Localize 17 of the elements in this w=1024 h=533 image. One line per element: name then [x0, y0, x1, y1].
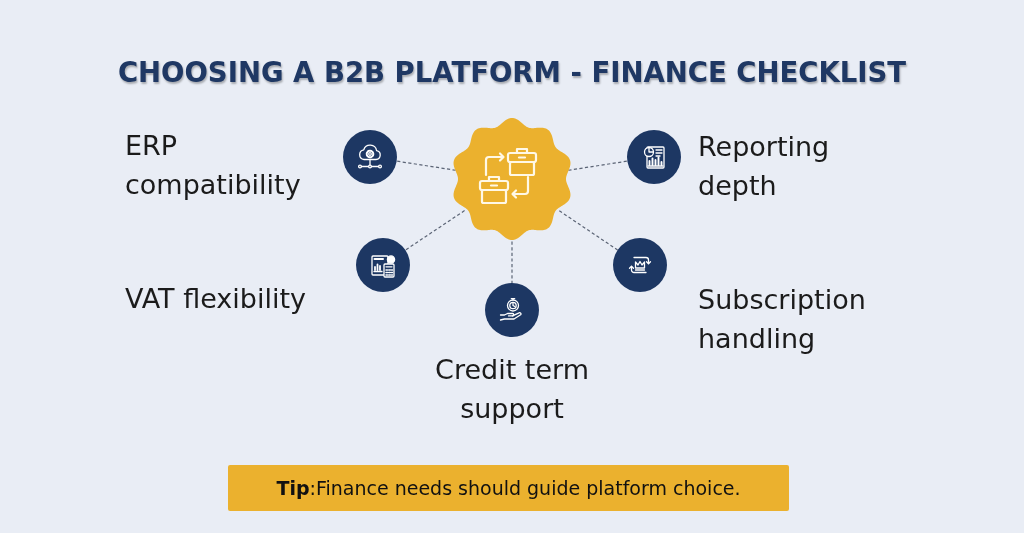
dashed-connector [567, 160, 628, 171]
checklist-label: VAT flexibility [125, 282, 308, 316]
icon-circle [613, 238, 667, 292]
checklist-label: Subscription handling [698, 283, 867, 356]
tip-banner [228, 465, 789, 511]
checklist-label: Reporting depth [698, 130, 831, 203]
dashed-connector [558, 210, 619, 251]
dashed-connector [396, 160, 457, 171]
checklist-label: Credit term support [434, 353, 590, 426]
dashed-connector [404, 210, 466, 251]
checklist-label: ERP compatibility [125, 129, 302, 202]
icon-circle [343, 130, 397, 184]
tip-text: Tip:Finance needs should guide platform choice. [276, 476, 741, 500]
diagram-title: CHOOSING A B2B PLATFORM - FINANCE CHECKLIST [116, 55, 908, 90]
icon-circle [627, 130, 681, 184]
icon-circle [485, 283, 539, 337]
icon-circle [356, 238, 410, 292]
